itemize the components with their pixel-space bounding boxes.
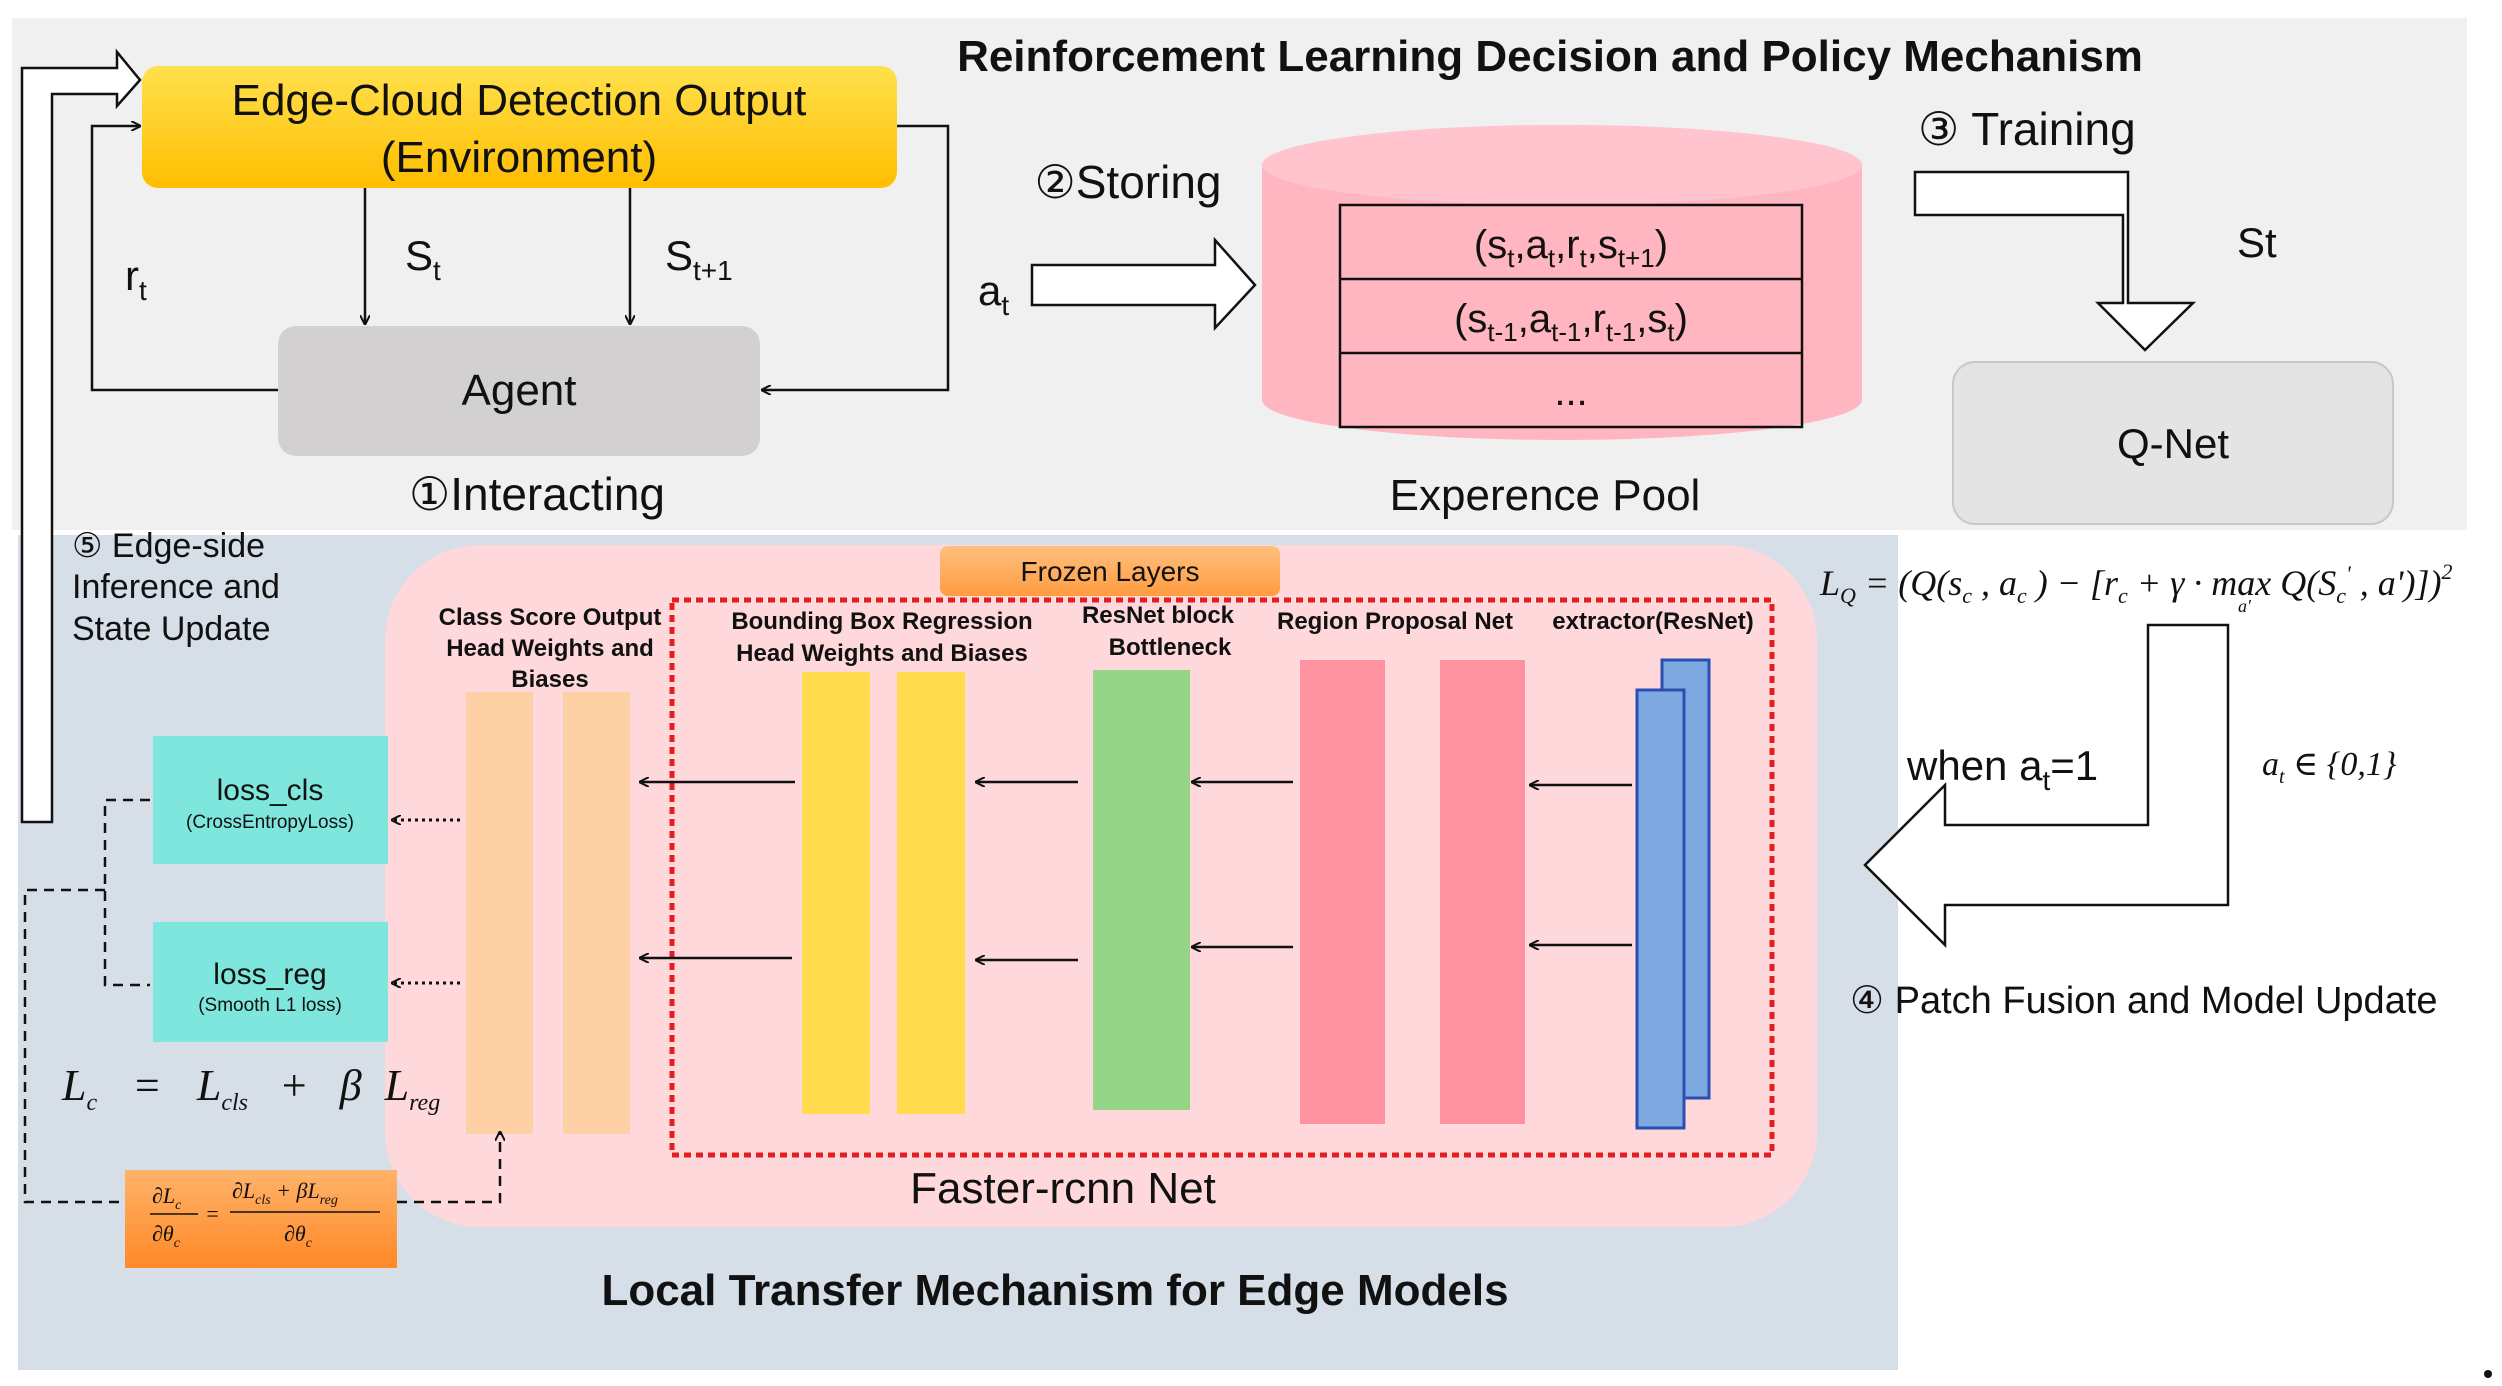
pool-row-ellipsis: ... xyxy=(1554,370,1587,414)
state-label: St xyxy=(405,232,441,286)
experience-pool-label: Experence Pool xyxy=(1390,471,1701,520)
environment-label-line1: Edge-Cloud Detection Output xyxy=(232,76,807,125)
patch-fusion-hollow-arrow xyxy=(1863,623,2230,949)
storing-hollow-arrow xyxy=(1030,236,1257,332)
rpn-bar-1 xyxy=(1300,660,1385,1124)
gradient-to-head-dashed-arrow xyxy=(397,1132,500,1204)
gradient-feedback-dashed xyxy=(23,888,125,1204)
total-loss-formula: Lc = Lcls + β Lreg xyxy=(61,1061,440,1120)
transfer-section-title: Local Transfer Mechanism for Edge Models xyxy=(601,1266,1508,1315)
q-loss-max-subscript: a' xyxy=(2238,596,2252,616)
class-head-label-line2: Head Weights and xyxy=(446,635,654,662)
resnet-block-bar xyxy=(1093,670,1190,1110)
trailing-dot xyxy=(2484,1370,2492,1378)
loss-reg-label: loss_reg xyxy=(213,958,326,991)
gradient-rhs-numerator: ∂Lcls + βLreg xyxy=(232,1178,338,1208)
edge-side-update-hollow-arrow xyxy=(20,48,142,824)
loss-cls-sub-label: (CrossEntropyLoss) xyxy=(186,812,354,833)
st-label: St xyxy=(2237,219,2277,266)
agent-box xyxy=(278,326,760,456)
rpn-bar-2 xyxy=(1440,660,1525,1124)
when-action-label: when at=1 xyxy=(1906,742,2098,796)
rpn-label: Region Proposal Net xyxy=(1277,608,1513,635)
bbox-head-label-line1: Bounding Box Regression xyxy=(731,608,1032,635)
environment-box xyxy=(142,66,897,188)
experience-pool-cylinder-top xyxy=(1262,125,1862,205)
resnet-block-label-line1: ResNet block xyxy=(1082,602,1235,629)
faster-rcnn-label: Faster-rcnn Net xyxy=(910,1164,1216,1213)
gradient-lhs-numerator: ∂Lc xyxy=(152,1183,182,1213)
loss-reg-sub-label: (Smooth L1 loss) xyxy=(198,995,342,1016)
agent-label: Agent xyxy=(462,366,577,415)
qnet-label: Q-Net xyxy=(2117,420,2229,467)
step1-interacting-label: ①Interacting xyxy=(409,468,665,520)
environment-agent-loop-arrow xyxy=(762,124,950,390)
loss-bracket-dashed xyxy=(103,798,150,987)
loss-cls-label: loss_cls xyxy=(217,774,324,807)
training-hollow-arrow xyxy=(1913,170,2197,352)
step5-label-line2: Inference and xyxy=(72,568,280,606)
extractor-label: extractor(ResNet) xyxy=(1552,608,1753,635)
frozen-layers-badge xyxy=(940,546,1280,596)
class-head-label-line1: Class Score Output xyxy=(439,604,662,631)
class-head-bar-1 xyxy=(466,692,533,1134)
extractor-bar-front xyxy=(1635,688,1686,1130)
step5-label-line3: State Update xyxy=(72,610,270,648)
bbox-head-label-line2: Head Weights and Biases xyxy=(736,640,1028,667)
environment-label-line2: (Environment) xyxy=(381,133,657,182)
q-loss-formula: LQ = (Q(sc , ac ) − [rc + γ · max Q(Sc' … xyxy=(1819,549,2452,611)
step4-patch-fusion-label: ④ Patch Fusion and Model Update xyxy=(1850,980,2438,1022)
step3-training-label: ③ Training xyxy=(1918,103,2136,155)
action-set-formula: at ∈ {0,1} xyxy=(2262,746,2397,788)
class-head-bar-2 xyxy=(563,692,630,1134)
class-head-label-line3: Biases xyxy=(511,666,588,693)
loss-cls-box xyxy=(153,736,388,864)
action-label: at xyxy=(978,267,1009,321)
gradient-rhs-denominator: ∂θc xyxy=(284,1221,313,1251)
bbox-head-bar-2 xyxy=(897,672,965,1114)
pool-table xyxy=(1338,203,1804,429)
gradient-lhs-denominator: ∂θc xyxy=(152,1221,181,1251)
gradient-formula-box xyxy=(125,1170,397,1268)
reward-loop-arrow xyxy=(90,126,278,392)
pool-row-1: (st,at,rt,st+1) xyxy=(1474,223,1668,273)
next-state-label: St+1 xyxy=(665,232,733,286)
qnet-box xyxy=(1952,361,2394,525)
gradient-equals: = xyxy=(205,1201,220,1226)
frozen-layers-label: Frozen Layers xyxy=(1021,556,1200,587)
pool-row-2: (st-1,at-1,rt-1,st) xyxy=(1454,297,1688,347)
reward-label: rt xyxy=(125,252,147,306)
bbox-head-bar-1 xyxy=(802,672,870,1114)
step5-label-line1: ⑤ Edge-side xyxy=(72,527,265,565)
resnet-block-label-line2: Bottleneck xyxy=(1109,634,1232,661)
rl-section-title: Reinforcement Learning Decision and Poli… xyxy=(957,32,2143,81)
loss-reg-box xyxy=(153,922,388,1042)
step2-storing-label: ②Storing xyxy=(1035,156,1222,208)
